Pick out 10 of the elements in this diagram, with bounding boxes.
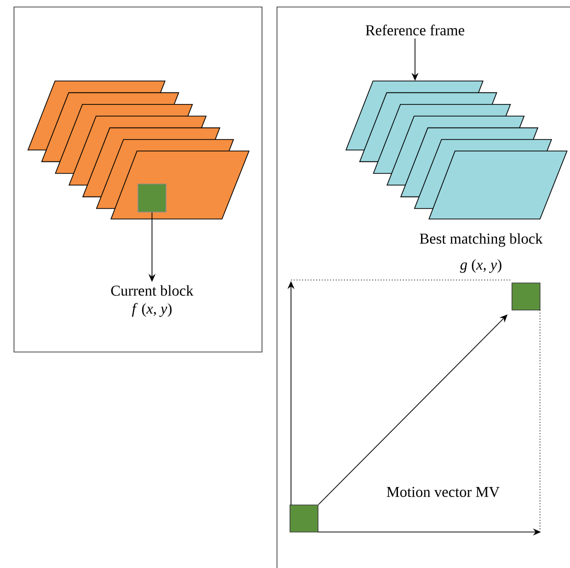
frame-caption: Reference frame	[366, 24, 464, 36]
block-square	[290, 504, 318, 532]
block-square	[138, 184, 166, 212]
block-caption: Current block f (x, y)	[111, 285, 194, 317]
block-square	[512, 282, 540, 310]
block-caption: g (x, y)	[460, 259, 502, 273]
vector-caption: Motion vector MV	[386, 486, 500, 498]
panel-frame	[276, 6, 570, 568]
block-caption: Best matching block	[420, 233, 543, 247]
panel-frame	[14, 6, 262, 352]
